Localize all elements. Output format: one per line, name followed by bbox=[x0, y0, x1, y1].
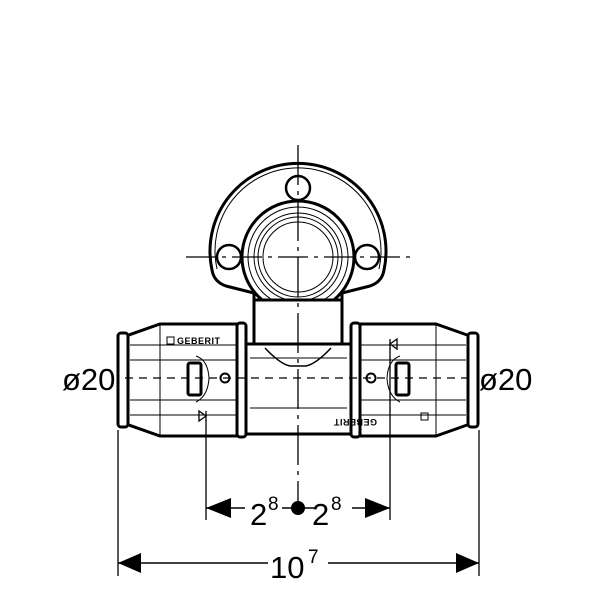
left-offset-value: 2 bbox=[250, 497, 267, 532]
right-press-fitting bbox=[358, 322, 480, 438]
overall-length-superscript: 7 bbox=[308, 547, 319, 568]
left-press-fitting bbox=[116, 322, 239, 438]
left-diameter-label: ø20 bbox=[62, 362, 115, 397]
right-diameter-label: ø20 bbox=[479, 362, 532, 397]
brand-logo-left: GEBERIT bbox=[177, 336, 221, 346]
brand-logo-right: GEBERIT bbox=[333, 417, 377, 427]
right-offset-value: 2 bbox=[312, 497, 329, 532]
extension-lines bbox=[117, 348, 480, 576]
overall-length-value: 10 bbox=[270, 550, 304, 585]
left-offset-superscript: 8 bbox=[268, 494, 279, 515]
center-lines bbox=[125, 145, 472, 505]
right-offset-superscript: 8 bbox=[331, 494, 342, 515]
dimension-arrows bbox=[118, 498, 479, 573]
